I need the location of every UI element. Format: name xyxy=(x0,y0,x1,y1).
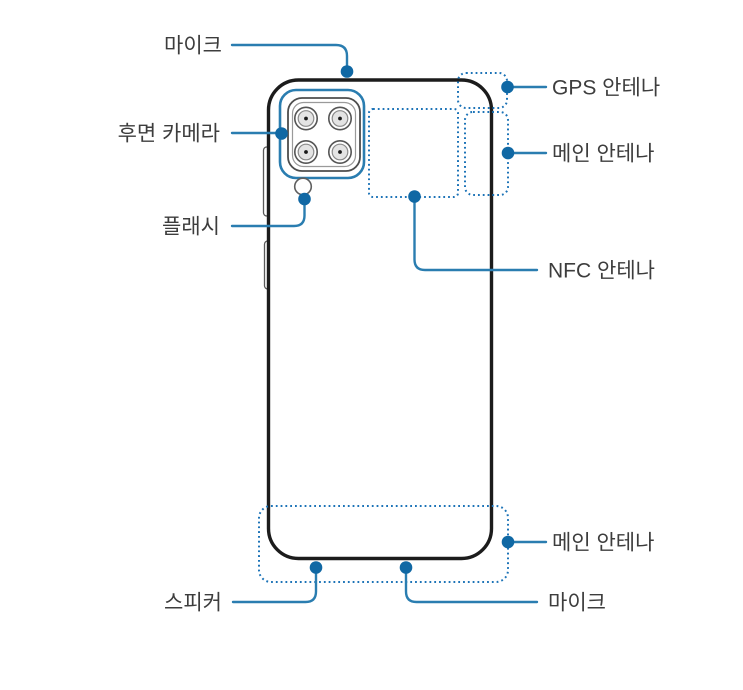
nfc-antenna-dot xyxy=(408,190,421,203)
nfc-antenna-leader-line xyxy=(413,199,539,272)
speaker-leader-line xyxy=(231,570,318,604)
phone-body-outline xyxy=(266,78,494,561)
camera-lens-top-left xyxy=(293,106,318,131)
mic-top-leader-line xyxy=(230,43,349,67)
label-main-antenna-top: 메인 안테나 xyxy=(552,142,654,165)
mic-bottom-dot xyxy=(399,561,413,574)
main-antenna-bottom-dot xyxy=(501,535,515,549)
label-flash: 플래시 xyxy=(162,215,220,238)
label-rear-camera: 후면 카메라 xyxy=(118,122,220,145)
rear-camera-dot xyxy=(275,127,288,140)
speaker-dot xyxy=(309,561,323,574)
rear-camera-module xyxy=(278,88,366,180)
label-main-antenna-bottom: 메인 안테나 xyxy=(552,531,654,554)
flash-dot xyxy=(298,192,311,206)
label-speaker: 스피커 xyxy=(164,591,222,614)
label-gps-antenna: GPS 안테나 xyxy=(552,76,660,99)
mic-bottom-leader-line xyxy=(404,570,539,604)
camera-lens-bottom-right xyxy=(327,140,352,165)
camera-lens-bottom-left xyxy=(293,140,318,165)
main-antenna-top-dot xyxy=(501,146,515,160)
camera-island-inner-line xyxy=(291,101,357,168)
label-nfc-antenna: NFC 안테나 xyxy=(548,259,655,282)
label-mic-bottom: 마이크 xyxy=(548,591,606,614)
label-mic-top: 마이크 xyxy=(164,34,222,57)
camera-lens-top-right xyxy=(327,106,352,131)
flash-lens xyxy=(293,177,313,196)
mic-top-dot xyxy=(340,65,354,78)
flash-leader-line xyxy=(230,201,306,228)
gps-antenna-dot xyxy=(501,80,514,94)
